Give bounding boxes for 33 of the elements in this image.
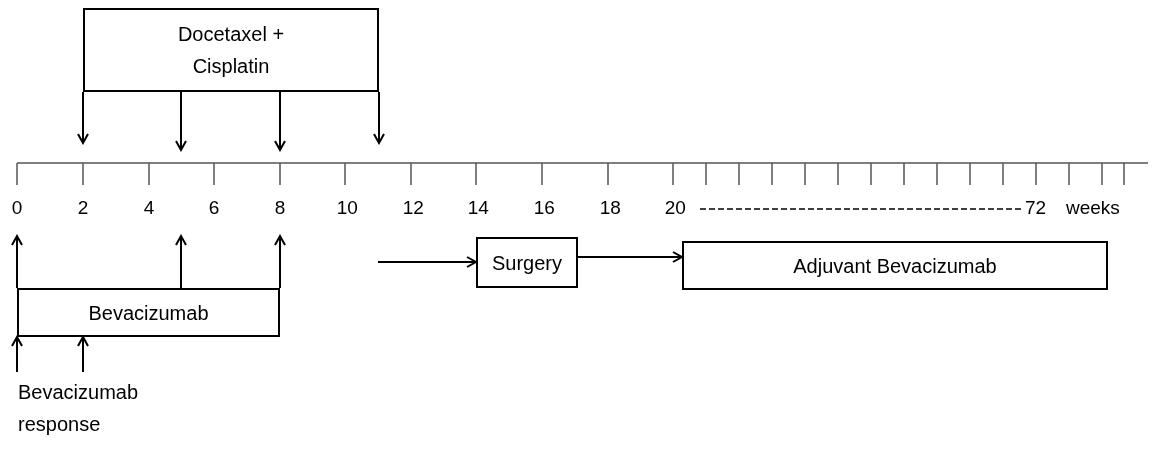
- tick-label: 72: [1025, 198, 1047, 217]
- tick-label: 4: [143, 198, 155, 217]
- process-box: [17, 288, 280, 337]
- box-label: Bevacizumab: [88, 300, 209, 326]
- arrow: [175, 235, 187, 289]
- arrow: [373, 91, 385, 144]
- tick-label: 10: [336, 198, 358, 217]
- tick-label: 0: [11, 198, 23, 217]
- tick-label: 6: [208, 198, 220, 217]
- arrow: [274, 235, 286, 289]
- box-label: Bevacizumab response: [18, 380, 140, 437]
- box-label: Docetaxel + Cisplatin: [176, 22, 286, 79]
- arrow: [175, 91, 187, 151]
- tick-label: 18: [599, 198, 621, 217]
- process-box: [476, 237, 578, 288]
- tick-label: 12: [402, 198, 424, 217]
- process-box: [83, 8, 379, 92]
- arrow: [11, 336, 23, 373]
- arrow: [274, 91, 286, 151]
- tick-label: 14: [467, 198, 489, 217]
- tick-label: 16: [533, 198, 555, 217]
- tick-label: 20: [664, 198, 686, 217]
- process-box: [682, 241, 1108, 290]
- box-label: Surgery: [492, 250, 562, 276]
- arrow: [77, 91, 89, 144]
- arrow: [577, 251, 683, 263]
- arrow: [11, 235, 23, 289]
- box-label: Adjuvant Bevacizumab: [793, 253, 997, 279]
- tick-label: 2: [77, 198, 89, 217]
- tick-label: 8: [274, 198, 286, 217]
- arrow: [77, 336, 89, 373]
- arrow: [377, 256, 477, 268]
- tick-label: weeks: [1066, 198, 1120, 217]
